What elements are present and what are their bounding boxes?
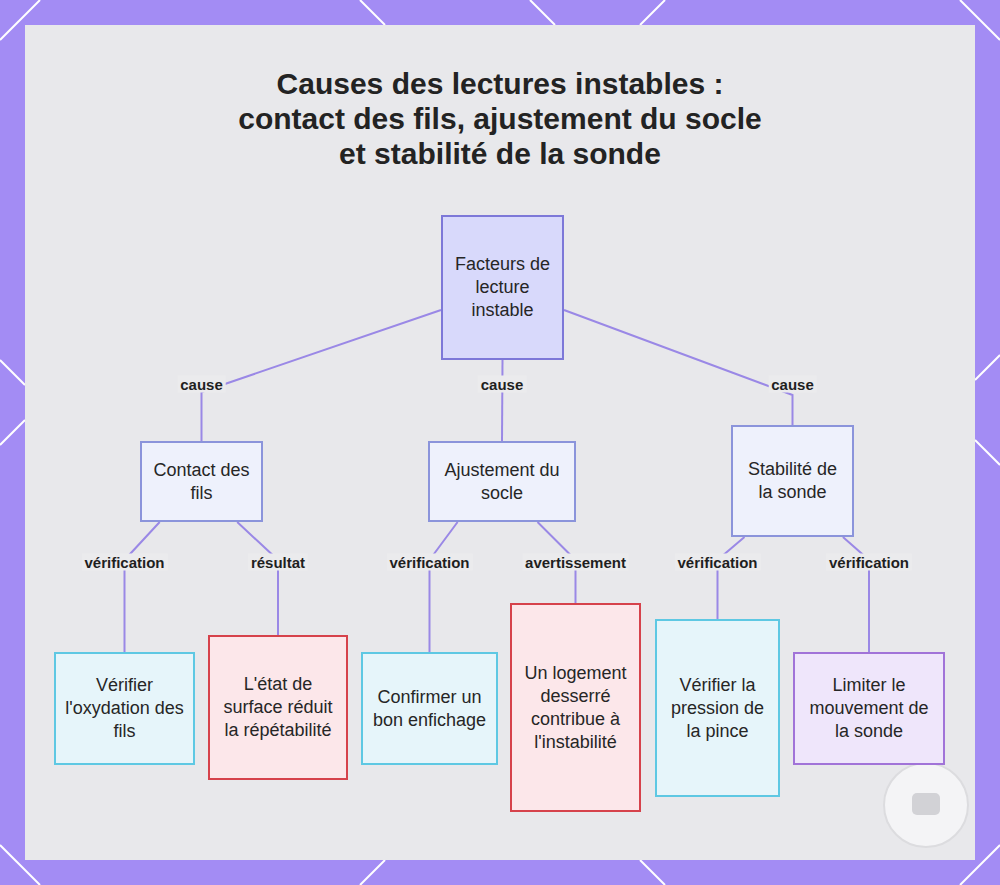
node-text: Un logement desserré contribue à l'insta… [518, 662, 633, 754]
check-box: Vérifier la pression de la pince [655, 619, 780, 797]
connector-line [125, 522, 160, 652]
edge-label: vérification [674, 554, 760, 571]
edge-label: cause [177, 376, 226, 393]
check-box: Vérifier l'oxydation des fils [54, 652, 195, 765]
warning-box: Un logement desserré contribue à l'insta… [510, 603, 641, 812]
node-text: Vérifier l'oxydation des fils [62, 674, 187, 743]
connector-line [718, 537, 745, 619]
logo-icon [912, 793, 940, 815]
cause-box: Stabilité de la sonde [731, 425, 854, 537]
node-text: Vérifier la pression de la pince [663, 674, 772, 743]
cause-box: Ajustement du socle [428, 441, 576, 522]
edge-label: vérification [81, 554, 167, 571]
node-text: Facteurs de lecture instable [449, 253, 556, 322]
logo-badge [884, 763, 968, 847]
connector-line [430, 522, 458, 652]
node-text: Stabilité de la sonde [739, 458, 846, 504]
inner-panel [25, 25, 975, 860]
edge-label: avertissement [522, 554, 629, 571]
node-text: L'état de surface réduit la répétabilité [216, 673, 340, 742]
connector-line [564, 310, 793, 425]
node-text: Ajustement du socle [436, 459, 568, 505]
edge-label: résultat [248, 554, 308, 571]
check-box: Confirmer un bon enfichage [361, 652, 498, 765]
edge-label: vérification [386, 554, 472, 571]
connector-line [501, 360, 504, 441]
cause-box: Contact des fils [140, 441, 263, 522]
check-box: Limiter le mouvement de la sonde [793, 652, 945, 765]
node-text: Limiter le mouvement de la sonde [801, 674, 937, 743]
root-box: Facteurs de lecture instable [441, 215, 564, 360]
connector-line [202, 310, 442, 441]
edge-label: vérification [826, 554, 912, 571]
edge-label: cause [768, 376, 817, 393]
node-text: Contact des fils [148, 459, 255, 505]
result-box: L'état de surface réduit la répétabilité [208, 635, 348, 780]
node-text: Confirmer un bon enfichage [369, 686, 490, 732]
blurred-photo [25, 25, 975, 860]
diagram-title: Causes des lectures instables : contact … [230, 66, 770, 171]
connector-line [237, 522, 278, 635]
edge-label: cause [478, 376, 527, 393]
